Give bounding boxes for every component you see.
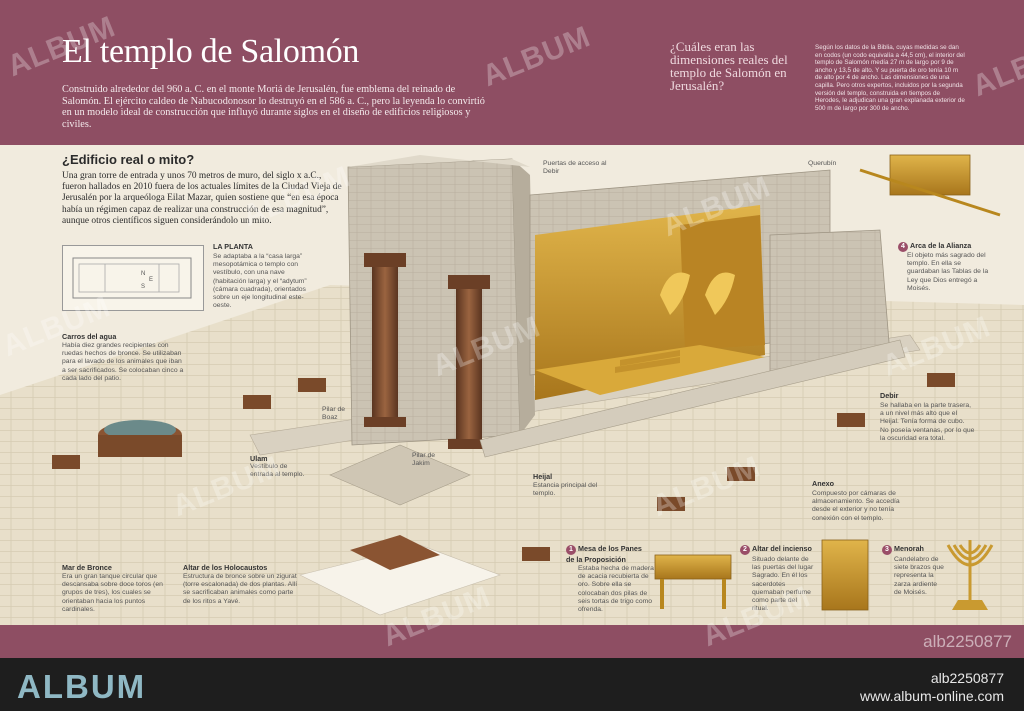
debir-text: Se hallaba en la parte trasera, a un niv… bbox=[880, 402, 975, 442]
page-title: El templo de Salomón bbox=[62, 33, 360, 70]
dimensions-question: ¿Cuáles eran las dimensiones reales del … bbox=[670, 39, 788, 93]
site-url[interactable]: www.album-online.com bbox=[860, 688, 1004, 704]
temple-drawing bbox=[0, 154, 1024, 625]
ulam-text: Vestíbulo de entrada al templo. bbox=[250, 463, 305, 479]
incense-altar bbox=[821, 539, 869, 611]
anexo-text: Compuesto por cámaras de almacenamiento.… bbox=[812, 490, 900, 522]
carros-text: Había diez grandes recipientes con rueda… bbox=[62, 342, 184, 382]
menorah bbox=[946, 540, 994, 600]
floor-plan: N E S bbox=[62, 245, 204, 311]
image-code-watermark: alb2250877 bbox=[923, 632, 1012, 651]
boaz-label: Pilar de Boaz bbox=[322, 406, 346, 422]
carros-title: Carros del agua bbox=[62, 332, 117, 341]
compass-s: S bbox=[141, 284, 145, 290]
tower-top bbox=[348, 155, 530, 167]
album-logo[interactable]: ALBUM bbox=[17, 668, 147, 705]
section-text: Una gran torre de entrada y unos 70 metr… bbox=[62, 171, 342, 226]
planta-text: Se adaptaba a la “casa larga” mesopotámi… bbox=[213, 253, 307, 310]
pillar-jakim bbox=[456, 285, 482, 445]
altar-holocaust-top bbox=[350, 535, 440, 570]
intro-text: Construido alrededor del 960 a. C. en el… bbox=[62, 84, 485, 130]
pillar-boaz bbox=[372, 263, 398, 423]
puertas-label: Puertas de acceso al Debir bbox=[543, 160, 607, 176]
gold-floor bbox=[535, 345, 765, 395]
number-2-badge: 2 bbox=[740, 545, 750, 555]
altar-inc-title-text: Altar del incienso bbox=[752, 544, 812, 553]
number-1-badge: 1 bbox=[566, 545, 576, 555]
footer-bar bbox=[0, 658, 1024, 711]
bottom-band bbox=[0, 625, 1024, 658]
cherub-left bbox=[660, 272, 690, 315]
querubin-label: Querubín bbox=[808, 160, 837, 167]
cherub-right bbox=[705, 272, 735, 315]
number-4-badge: 4 bbox=[898, 242, 908, 252]
heijal-text: Estancia principal del templo. bbox=[533, 482, 598, 498]
entrance-stairs bbox=[329, 444, 471, 506]
arca-title-text: Arca de la Alianza bbox=[910, 241, 972, 250]
number-3-badge: 3 bbox=[882, 545, 892, 555]
menorah-title-text: Menorah bbox=[894, 544, 924, 553]
altar-holo-text: Estructura de bronce sobre un zigurat (t… bbox=[183, 573, 298, 605]
arca-text: El objeto más sagrado del templo. En ell… bbox=[907, 252, 989, 292]
mar-text: Era un gran tanque circular que descansa… bbox=[62, 573, 163, 613]
temple-illustration bbox=[0, 145, 1024, 625]
water-carts bbox=[52, 373, 955, 561]
dimensions-text: Según los datos de la Biblia, cuyas medi… bbox=[815, 44, 965, 112]
ulam-title: Ulam bbox=[250, 454, 268, 463]
header-band bbox=[0, 0, 1024, 145]
anexo-title: Anexo bbox=[812, 479, 834, 488]
mesa-text: Estaba hecha de madera de acacia recubie… bbox=[578, 565, 654, 614]
tower-side bbox=[512, 159, 535, 435]
compass-n: N bbox=[141, 271, 145, 277]
image-id: alb2250877 bbox=[930, 670, 1004, 686]
altar-holo-title: Altar de los Holocaustos bbox=[183, 563, 268, 572]
mesa-title-text: Mesa de los Panes de la Proposición bbox=[566, 544, 642, 564]
ark-of-covenant bbox=[889, 154, 971, 196]
section-heading: ¿Edificio real o mito? bbox=[62, 152, 195, 167]
heijal-title: Heijal bbox=[533, 472, 553, 481]
bread-table bbox=[654, 554, 732, 580]
menorah-text: Candelabro de siete brazos que represent… bbox=[894, 556, 944, 596]
jakim-label: Pilar de Jakim bbox=[412, 452, 436, 468]
compass-e: E bbox=[149, 277, 153, 283]
mar-title: Mar de Bronce bbox=[62, 563, 112, 572]
infographic-poster: El templo de Salomón Construido alrededo… bbox=[0, 0, 1024, 658]
altar-inc-text: Situado delante de las puertas del lugar… bbox=[752, 556, 814, 613]
debir-title: Debir bbox=[880, 391, 899, 400]
planta-title: LA PLANTA bbox=[213, 242, 253, 251]
